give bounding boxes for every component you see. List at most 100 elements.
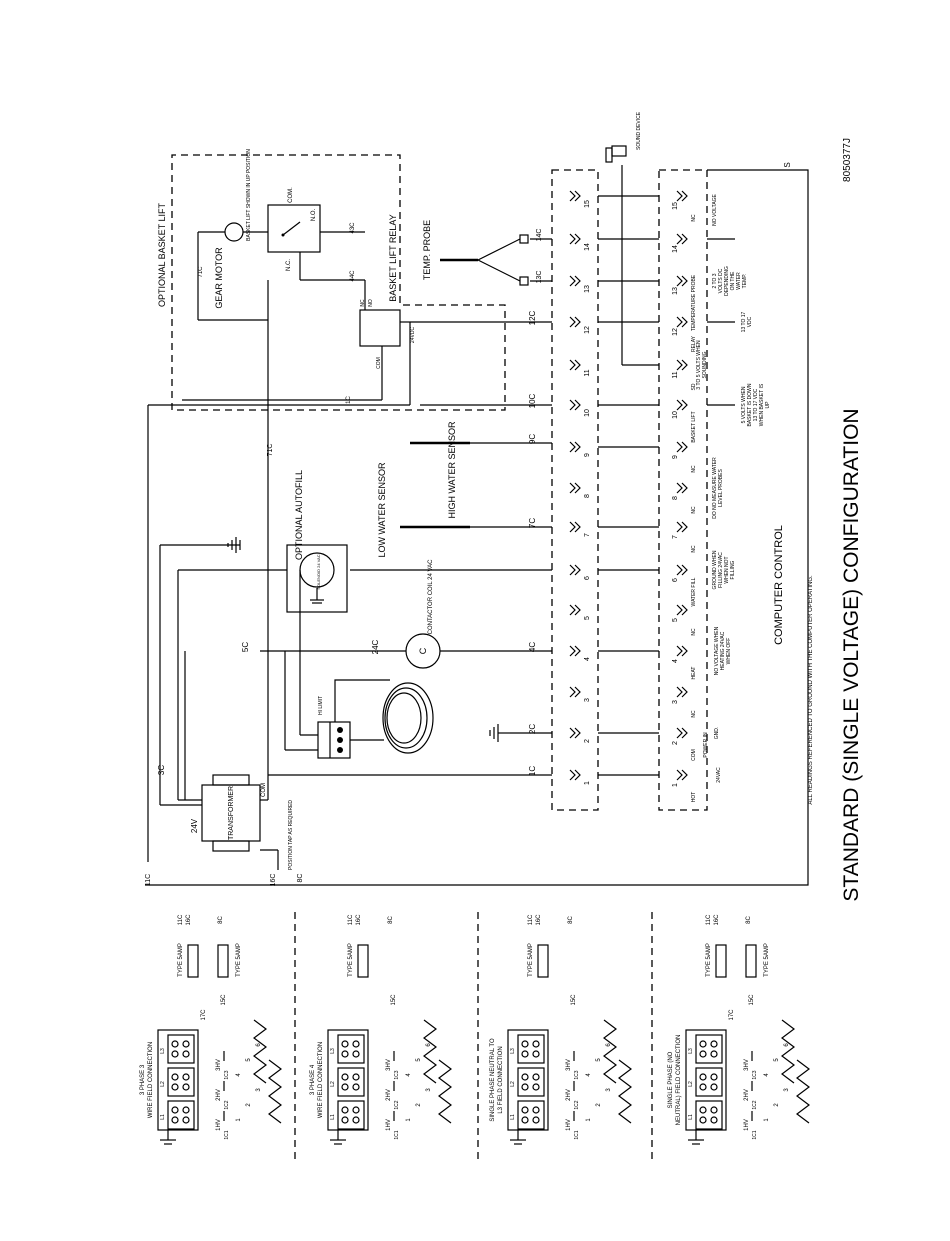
fuse-type: TYPE 5AMP [236, 943, 242, 977]
harness-pin-chevron [569, 482, 581, 494]
relay-24vdc: 24VDC [410, 327, 416, 344]
computer-pin-chevron [676, 521, 688, 533]
note-p6: WHEN NOT [724, 556, 730, 583]
pin-name-p12: RELAY [691, 335, 697, 352]
heater-terminal-n6: 6 [606, 1043, 612, 1047]
wire-15C: 15C [749, 994, 755, 1006]
pin-name-p7: NC [691, 545, 697, 553]
terminal-l3: L3 [330, 1048, 336, 1054]
wire-15C: 15C [571, 994, 577, 1006]
field-title: WIRE FIELD CONNECTION [318, 1042, 324, 1118]
transformer-24v: 24V [190, 818, 199, 833]
computer-pin-number: 9 [672, 455, 679, 459]
computer-pin-chevron [676, 482, 688, 494]
terminal-screw [182, 1040, 190, 1048]
heater-terminal-n6: 6 [426, 1043, 432, 1047]
terminal-screw [532, 1116, 540, 1124]
note-p10: UP [765, 401, 771, 409]
heater-terminal-n3: 3 [256, 1088, 262, 1092]
terminal-screw [352, 1116, 360, 1124]
heater-contact-tc2: 1C2 [394, 1100, 400, 1109]
wire-11C: 11C [348, 914, 354, 925]
relay-label: BASKET LIFT RELAY [388, 214, 398, 302]
note-p10: WHEN BASKET IS [759, 383, 765, 426]
terminal-screw [521, 1106, 529, 1114]
note-p1: 24VAC [716, 767, 722, 783]
wire-4c: 4C [528, 642, 537, 652]
harness-pin-chevron [569, 441, 581, 453]
computer-control-label: COMPUTER CONTROL [773, 525, 785, 645]
terminal-screw [352, 1083, 360, 1091]
wire-10c: 10C [528, 393, 537, 408]
wire-17C: 17C [201, 1009, 207, 1021]
pin-name-p4: HEAT [691, 667, 697, 680]
note-p10: BASKET IS DOWN [747, 383, 753, 426]
heater-terminal-n4: 4 [406, 1073, 412, 1077]
wire-11C: 11C [706, 914, 712, 925]
heater-terminal-n4: 4 [764, 1073, 770, 1077]
fuse-type: TYPE 5AMP [528, 943, 534, 977]
note-p10: 5 VOLTS WHEN [741, 386, 747, 423]
field-title: 3 PHASE 4 [310, 1064, 316, 1095]
heater-terminal-n1: 1 [586, 1118, 592, 1122]
wire-2c: 2C [528, 724, 537, 734]
terminal-cell [337, 1034, 365, 1064]
pin-wires [598, 165, 735, 776]
computer-pin-number: 2 [672, 741, 679, 745]
note-p4: HEATING 24VAC [720, 631, 726, 670]
heater-contact-tc1: 1C1 [752, 1130, 758, 1139]
wire-16C: 16C [356, 914, 362, 926]
computer-pin-chevron [676, 564, 688, 576]
wire-16C: 16C [186, 914, 192, 926]
terminal-cell [695, 1067, 723, 1097]
heater-element [796, 1059, 810, 1124]
terminal-screw [532, 1106, 540, 1114]
computer-pin-number: 4 [672, 659, 679, 663]
terminal-screw [182, 1116, 190, 1124]
contactor-label: CONTACTOR COIL 24 VAC [428, 559, 434, 634]
terminal-l2: L2 [688, 1081, 694, 1087]
high-water-label: HIGH WATER SENSOR [447, 421, 457, 519]
heater-element [438, 1059, 452, 1124]
wire-43c: 43C [350, 222, 356, 234]
heater-terminal-n4: 4 [586, 1073, 592, 1077]
terminal-screw [171, 1116, 179, 1124]
terminal-screw [710, 1116, 718, 1124]
harness-pin-number: 11 [584, 369, 591, 376]
harness-pin-number: 15 [584, 200, 591, 208]
wire-5c: 5C [241, 642, 250, 652]
harness-pin-chevron [569, 359, 581, 371]
note-p4: WHEN OFF [726, 638, 732, 665]
terminal-screw [352, 1040, 360, 1048]
terminal-screw [171, 1050, 179, 1058]
low-water-label: LOW WATER SENSOR [377, 462, 387, 558]
terminal-screw [532, 1040, 540, 1048]
terminal-screw [182, 1050, 190, 1058]
heater-terminal-n5: 5 [416, 1058, 422, 1062]
heater-terminal-n3: 3 [426, 1088, 432, 1092]
terminal-screw [182, 1083, 190, 1091]
heater-terminal-n1: 1 [406, 1118, 412, 1122]
heater-contact-tc1: 1C1 [224, 1130, 230, 1139]
wire-1c-top: 1C [346, 395, 352, 403]
terminal-screw [341, 1073, 349, 1081]
terminal-cell [695, 1100, 723, 1130]
computer-pin-number: 11 [672, 371, 679, 378]
harness-pin-number: 8 [584, 494, 591, 498]
wire-15C: 15C [221, 994, 227, 1006]
terminal-screw [521, 1083, 529, 1091]
harness-pin-number: 1 [584, 781, 591, 785]
computer-pin-number: 3 [672, 700, 679, 704]
harness-pin-number: 12 [584, 326, 591, 334]
sound-device-label: SOUND DEVICE [636, 111, 642, 150]
computer-pin-number: 14 [672, 245, 679, 253]
field-title: WIRE FIELD CONNECTION [148, 1042, 154, 1118]
terminal-l3: L3 [688, 1048, 694, 1054]
computer-pin-chevron [676, 233, 688, 245]
footnote: ALL READINGS REFERENCED TO GROUND WITH T… [808, 575, 814, 805]
heater-contact-hv2: 2HV [386, 1089, 392, 1101]
heater-contact-tc3: 1C3 [752, 1070, 758, 1079]
heater-contact-hv3: 3HV [386, 1059, 392, 1071]
